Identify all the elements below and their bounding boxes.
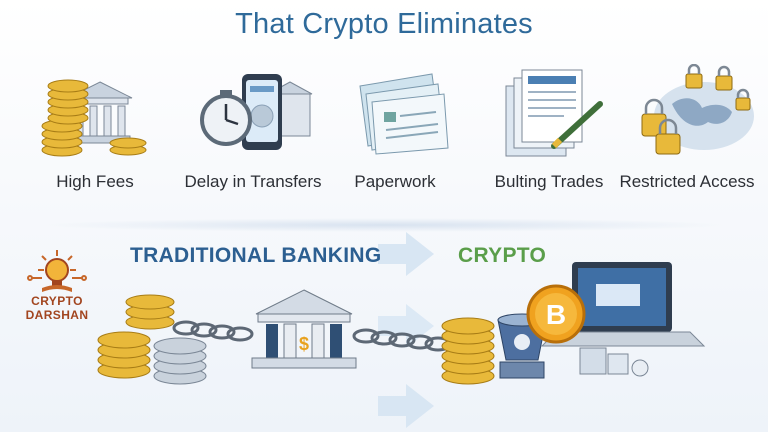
section-divider [40, 218, 728, 232]
problem-label: Delay in Transfers [184, 172, 322, 191]
svg-text:B: B [546, 299, 566, 330]
problem-label: High Fees [56, 172, 134, 191]
padlock-globe-icon [641, 64, 754, 155]
svg-text:$: $ [299, 334, 309, 354]
crypto-darshan-logo: CRYPTO DARSHAN [12, 248, 102, 328]
arrow-right-icon [378, 232, 434, 276]
banking-to-crypto-illustration: $ B [97, 262, 706, 385]
arrow-right-icon [378, 384, 434, 428]
lightbulb-icon [27, 250, 87, 292]
page-title: That Crypto Eliminates [235, 8, 533, 40]
crypto-coins-icon [441, 317, 495, 385]
problem-paperwork: Paperwork [320, 64, 470, 204]
laptop-icon [540, 262, 706, 347]
gold-coins-icon [97, 294, 175, 379]
problem-label: Paperwork [354, 172, 436, 191]
storage-boxes-icon [579, 347, 649, 377]
problem-label: Bulting Trades [494, 172, 604, 191]
documents-pen-icon [505, 69, 603, 157]
coins-bank-icon [41, 79, 147, 157]
bitcoin-icon: B [526, 284, 586, 344]
paperwork-icon [359, 73, 449, 155]
silver-coins-icon [153, 337, 207, 385]
problem-restricted-access: Restricted Access [612, 64, 762, 204]
crypto-heading: CRYPTO [458, 244, 547, 267]
logo-line2: DARSHAN [25, 308, 89, 322]
traditional-banking-heading: TRADITIONAL BANKING [130, 244, 382, 267]
chain-icon [172, 320, 452, 352]
problem-high-fees: High Fees [20, 64, 170, 204]
problem-delay-in-transfers: Delay in Transfers [178, 64, 328, 204]
problem-bulting-trades: Bulting Trades [474, 64, 624, 204]
problem-label: Restricted Access [619, 172, 755, 191]
bank-icon: $ [251, 289, 357, 369]
clock-phone-icon [200, 74, 313, 150]
logo-line1: CRYPTO [31, 294, 83, 308]
